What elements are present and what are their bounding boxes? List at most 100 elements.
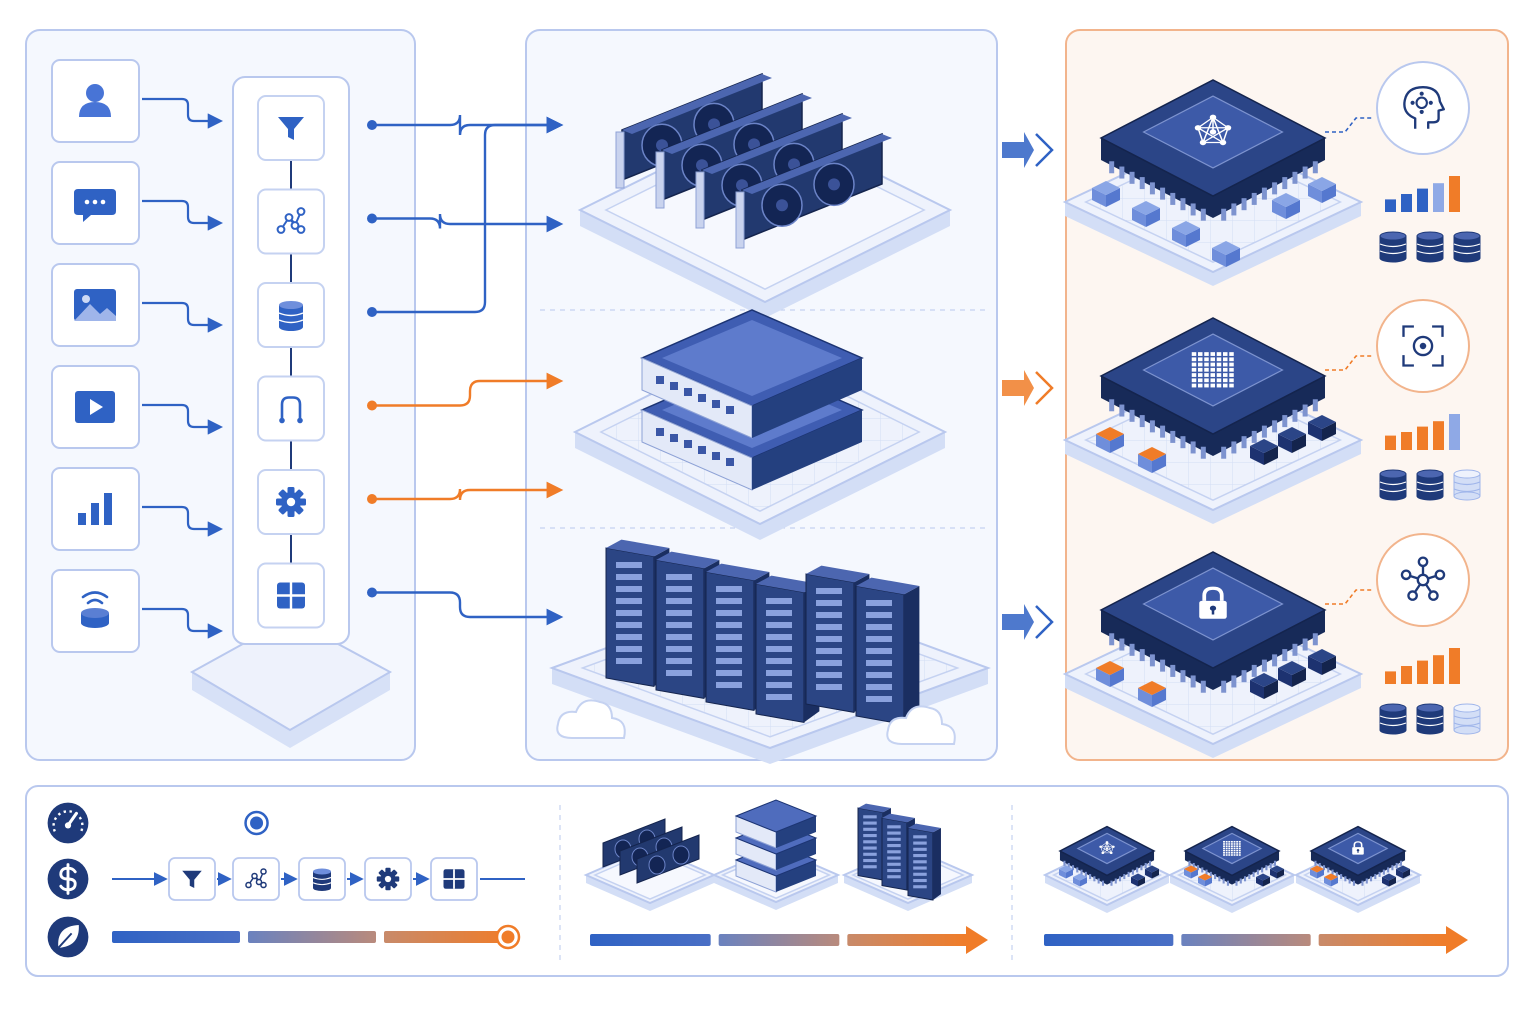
server-rack-icon [549,539,991,764]
bar-segment [1181,934,1311,946]
usage-bar [1417,660,1428,684]
server-stack-icon [572,309,948,540]
branch-icon [279,396,303,424]
speed-slider[interactable] [112,810,525,836]
storage-indicators [1379,469,1481,501]
speedometer-icon [47,802,89,844]
grid-icon [277,582,305,609]
lock-icon [1099,551,1327,693]
bar-segment [590,934,711,946]
input-connector [142,607,224,639]
bar-segment [112,931,240,943]
input-card[interactable] [51,365,140,449]
compute-scale-bar [590,926,988,954]
usage-bar [1385,435,1396,450]
gear-icon [276,487,306,517]
flow-arrow-icon [1002,370,1054,406]
database-icon [312,868,332,891]
ai-head-icon [1376,61,1470,155]
input-card[interactable] [51,161,140,245]
efficiency-bar [112,924,521,950]
usage-bar [1449,648,1460,684]
server-rack-icon [841,803,975,911]
usage-bar [1433,183,1444,212]
input-card[interactable] [51,263,140,347]
mini-stage [168,857,216,901]
bar-segment [1044,934,1174,946]
bar-segment [384,931,512,943]
route-blue [367,213,564,233]
video-icon [75,391,115,423]
database-icon [278,301,304,331]
input-card[interactable] [51,467,140,551]
leaf-icon [47,916,89,958]
mini-stage [364,857,412,901]
pipeline-stage[interactable] [257,375,325,442]
usage-bar [1417,188,1428,212]
bar-segment [718,934,840,946]
vision-icon [1376,299,1470,393]
gpu-cluster-icon [583,818,717,911]
usage-bar [1449,414,1460,450]
usage-bar [1401,194,1412,212]
sensor-icon [81,591,109,628]
pipeline-stage[interactable] [257,282,325,348]
usage-bars [1385,648,1460,684]
neural-network-icon [1042,825,1172,913]
usage-bar [1449,176,1460,212]
network-icon [1376,533,1470,627]
route-blue [367,114,564,136]
user-icon [79,84,111,117]
accelerator-neural-network [1002,61,1481,286]
usage-bar [1385,199,1396,212]
lock-icon [1293,825,1423,913]
usage-bar [1417,426,1428,450]
dollar-icon [47,858,89,900]
storage-indicators [1379,231,1481,263]
neural-network-icon [1099,79,1327,221]
gpu-cluster-icon [577,72,953,318]
graph-icon [276,207,306,234]
usage-bar [1433,655,1444,684]
route-orange [367,481,564,504]
usage-bars [1385,414,1460,450]
pipeline-stage[interactable] [257,188,325,255]
usage-bar [1401,666,1412,684]
flow-arrow-icon [1002,132,1054,168]
pipeline-stage[interactable] [257,469,325,535]
input-connector [142,505,224,537]
chat-icon [74,189,116,222]
grid-chip-icon [1099,317,1327,459]
filter-icon [278,117,304,140]
bar-chart-icon [78,493,112,525]
usage-bar [1385,671,1396,684]
accelerator-scale-bar [1044,926,1468,954]
route-blue [367,116,564,317]
mini-stage [232,857,280,901]
graph-icon [245,868,267,889]
input-card[interactable] [51,569,140,653]
filter-icon [182,870,202,888]
route-blue [367,587,564,626]
usage-bar [1433,421,1444,450]
input-connector [142,199,224,231]
cost-pipeline [112,857,525,901]
route-orange [367,372,564,411]
pipeline-stage[interactable] [257,562,325,629]
input-connector [142,97,224,129]
bar-segment [1318,934,1448,946]
mini-stage [298,857,346,901]
image-icon [74,289,116,321]
accelerator-grid-chip [1002,299,1481,524]
bar-segment [847,934,968,946]
gear-icon [376,867,400,891]
grid-chip-icon [1167,825,1297,913]
pipeline-stage[interactable] [257,95,325,161]
storage-indicators [1379,703,1481,735]
input-card[interactable] [51,59,140,143]
usage-bars [1385,176,1460,212]
mini-stage [430,857,478,901]
grid-icon [443,869,465,889]
input-connector [142,403,224,435]
